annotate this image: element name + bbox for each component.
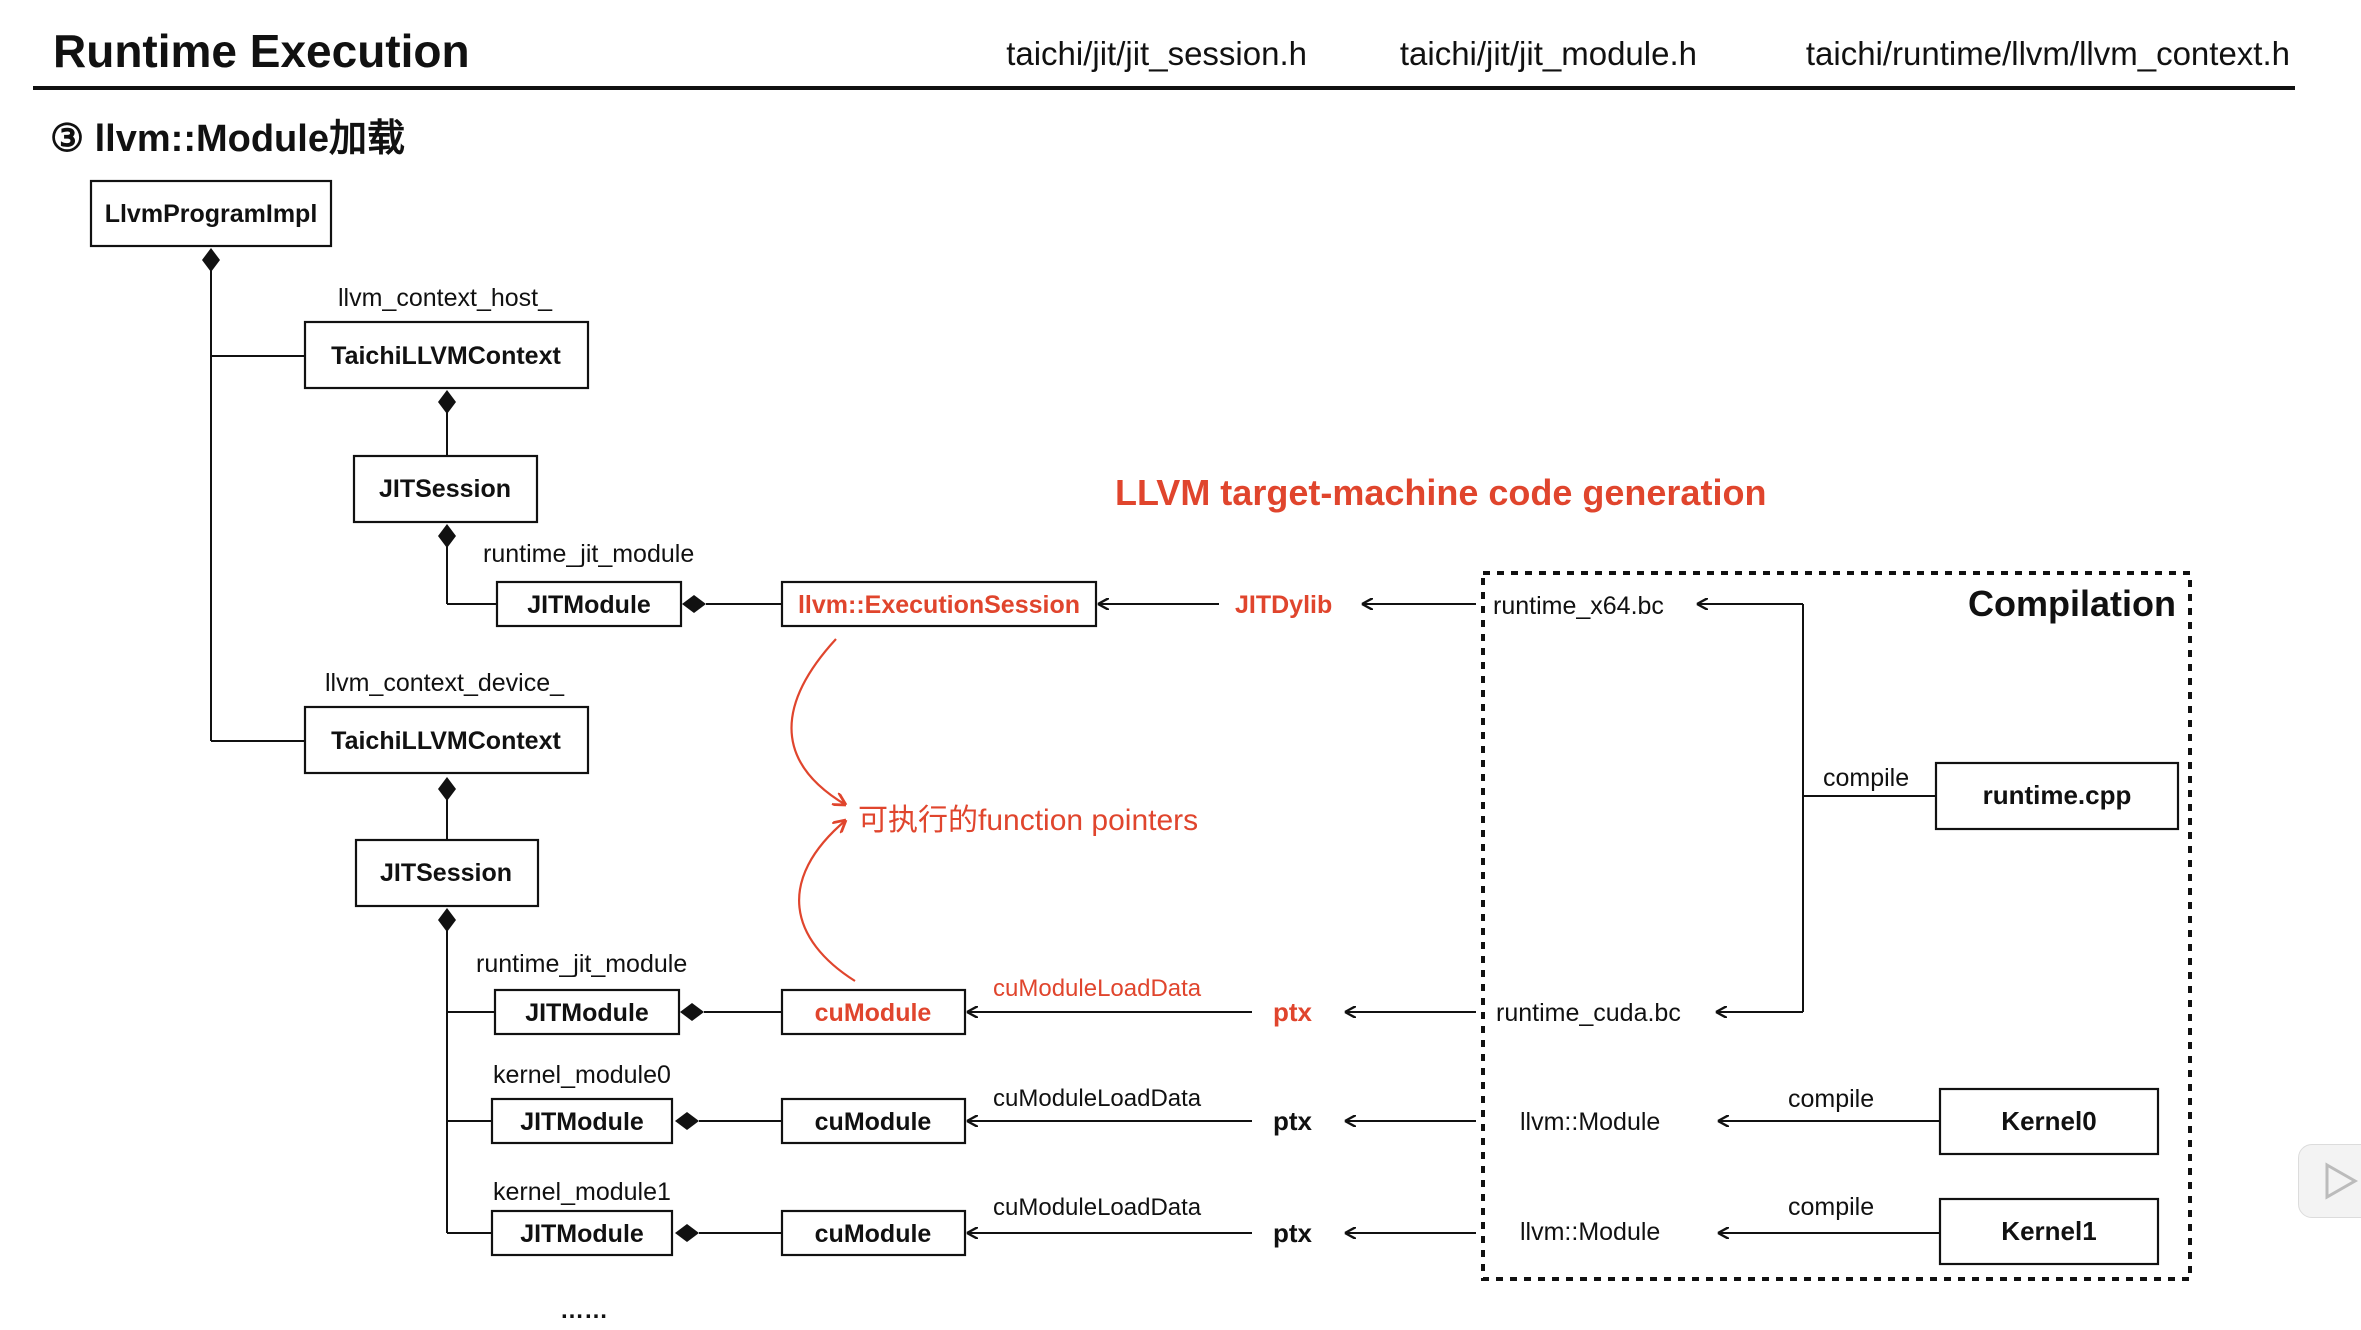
node-jit-module-kernel0-label: JITModule	[520, 1108, 644, 1136]
node-cu-module-kernel0: cuModule	[780, 1097, 967, 1145]
node-cu-module-kernel1-label: cuModule	[815, 1220, 932, 1248]
node-ptx-kernel0: ptx	[1273, 1106, 1313, 1136]
page-title: Runtime Execution	[53, 25, 470, 77]
compilation-title: Compilation	[1968, 583, 2176, 624]
composition-diamonds	[202, 248, 706, 1242]
node-jit-session-device-label: JITSession	[380, 859, 512, 887]
label-cu-load-runtime: cuModuleLoadData	[993, 975, 1202, 1002]
label-compile-runtime: compile	[1823, 764, 1909, 792]
function-pointer-arrows	[790, 638, 856, 982]
node-kernel0-label: Kernel0	[2001, 1106, 2096, 1136]
node-execution-session-label: llvm::ExecutionSession	[798, 591, 1080, 619]
ellipsis: ……	[560, 1297, 608, 1324]
label-llvm-context-device: llvm_context_device_	[325, 669, 565, 697]
node-jit-session-device: JITSession	[354, 838, 540, 908]
node-taichi-llvm-context-host-label: TaichiLLVMContext	[331, 342, 561, 370]
section-title: ③ llvm::Module加载	[50, 118, 405, 160]
node-jit-module-runtime-label: JITModule	[525, 999, 649, 1027]
node-llvm-module-kernel0: llvm::Module	[1520, 1108, 1660, 1136]
node-jit-session-host: JITSession	[352, 454, 539, 524]
node-cu-module-kernel0-label: cuModule	[815, 1108, 932, 1136]
compilation-region	[1481, 571, 2192, 1281]
node-cu-module-runtime: cuModule	[780, 988, 967, 1036]
node-llvm-program-impl: LlvmProgramImpl	[89, 179, 333, 248]
node-ptx-kernel1: ptx	[1273, 1218, 1313, 1248]
label-kernel-module1: kernel_module1	[493, 1178, 671, 1206]
node-jit-module-kernel1: JITModule	[490, 1209, 674, 1257]
play-icon	[2325, 1162, 2359, 1200]
node-jit-module-runtime: JITModule	[493, 988, 681, 1036]
label-kernel-module0: kernel_module0	[493, 1061, 671, 1089]
label-function-pointers: 可执行的function pointers	[858, 804, 1198, 837]
label-cu-load-kernel0: cuModuleLoadData	[993, 1085, 1202, 1112]
node-cu-module-kernel1: cuModule	[780, 1209, 967, 1257]
node-taichi-llvm-context-device-label: TaichiLLVMContext	[331, 727, 561, 755]
label-runtime-jit-module-host: runtime_jit_module	[483, 540, 694, 568]
node-kernel1: Kernel1	[1938, 1197, 2160, 1266]
node-jitdylib: JITDylib	[1235, 591, 1332, 619]
node-ptx-runtime: ptx	[1273, 997, 1313, 1027]
label-runtime-jit-module-device: runtime_jit_module	[476, 950, 687, 978]
header-file-jit-module: taichi/jit/jit_module.h	[1400, 35, 1697, 72]
label-cu-load-kernel1: cuModuleLoadData	[993, 1194, 1202, 1221]
node-taichi-llvm-context-host: TaichiLLVMContext	[303, 320, 590, 390]
node-runtime-cuda-bc: runtime_cuda.bc	[1496, 999, 1681, 1027]
node-jit-module-kernel0: JITModule	[490, 1097, 674, 1145]
play-button[interactable]	[2298, 1144, 2361, 1218]
header-file-llvm-context: taichi/runtime/llvm/llvm_context.h	[1806, 35, 2290, 72]
label-compile-kernel0: compile	[1788, 1085, 1874, 1113]
node-runtime-cpp: runtime.cpp	[1934, 761, 2180, 831]
node-llvm-module-kernel1: llvm::Module	[1520, 1218, 1660, 1246]
node-jit-module-host-label: JITModule	[527, 591, 651, 619]
node-taichi-llvm-context-device: TaichiLLVMContext	[303, 705, 590, 775]
label-compile-kernel1: compile	[1788, 1193, 1874, 1221]
node-kernel0: Kernel0	[1938, 1087, 2160, 1156]
node-jit-session-host-label: JITSession	[379, 475, 511, 503]
node-runtime-cpp-label: runtime.cpp	[1983, 780, 2132, 810]
node-kernel1-label: Kernel1	[2001, 1216, 2096, 1246]
node-llvm-program-impl-label: LlvmProgramImpl	[105, 200, 318, 228]
flow-arrows	[967, 604, 1940, 1233]
header-file-jit-session: taichi/jit/jit_session.h	[1006, 35, 1307, 72]
node-jit-module-kernel1-label: JITModule	[520, 1220, 644, 1248]
node-jit-module-host: JITModule	[495, 580, 683, 628]
node-cu-module-runtime-label: cuModule	[815, 999, 932, 1027]
node-execution-session: llvm::ExecutionSession	[780, 580, 1098, 628]
node-runtime-x64-bc: runtime_x64.bc	[1493, 592, 1664, 620]
label-llvm-context-host: llvm_context_host_	[338, 284, 553, 312]
codegen-title: LLVM target-machine code generation	[1115, 472, 1766, 513]
